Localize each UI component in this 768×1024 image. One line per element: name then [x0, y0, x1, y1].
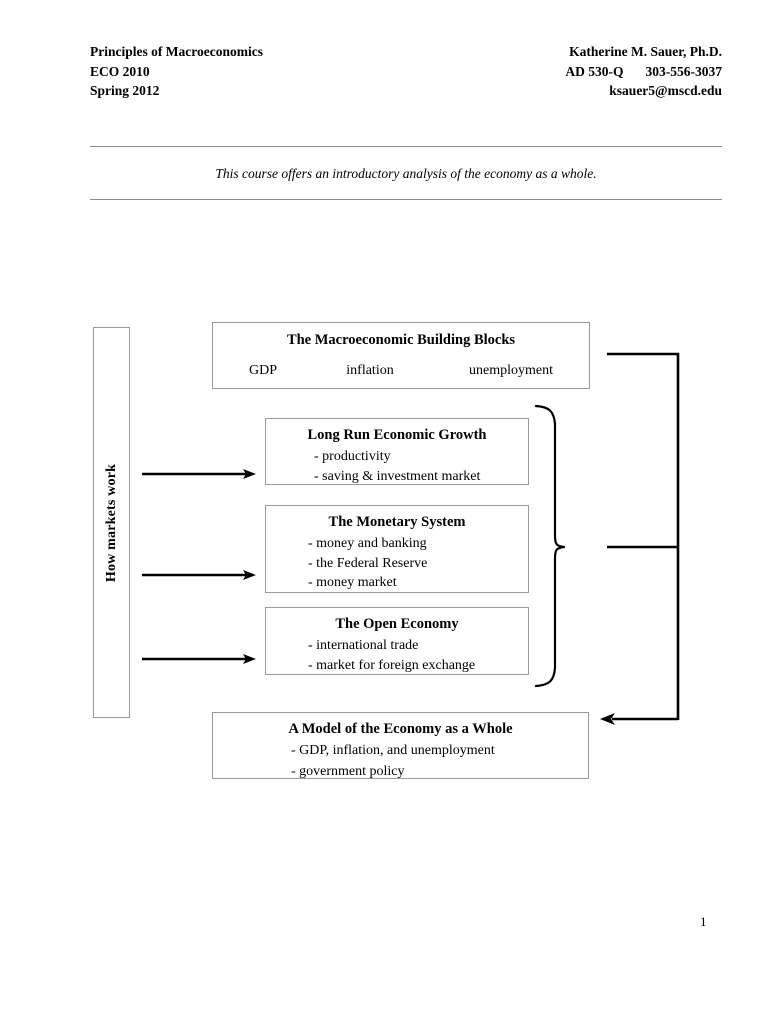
- building-blocks-items: GDP inflation unemployment: [213, 363, 589, 379]
- list-item: - government policy: [291, 764, 405, 779]
- instructor-contact-row: AD 530-Q 303-556-3037: [565, 62, 722, 82]
- list-item: - the Federal Reserve: [308, 555, 428, 571]
- long-run-growth-title: Long Run Economic Growth: [307, 427, 487, 443]
- course-title: Principles of Macroeconomics: [90, 44, 263, 59]
- model-of-economy-box: A Model of the Economy as a Whole - GDP,…: [212, 712, 589, 779]
- horizontal-rule-bottom: [90, 199, 722, 200]
- instructor-phone: 303-556-3037: [645, 63, 723, 79]
- list-item: - money and banking: [308, 536, 427, 551]
- list-item: - market for foreign exchange: [308, 657, 476, 673]
- long-run-growth-box: Long Run Economic Growth - productivity …: [265, 418, 529, 485]
- list-item: - money market: [308, 575, 397, 590]
- open-economy-title: The Open Economy: [335, 616, 459, 632]
- course-term: Spring 2012: [90, 83, 160, 98]
- arrow-head-monetary: [243, 570, 256, 580]
- building-block-item-gdp: GDP: [249, 363, 278, 378]
- arrow-head-open-economy: [243, 654, 256, 664]
- list-item: - international trade: [308, 638, 419, 653]
- instructor-name: Katherine M. Sauer, Ph.D.: [569, 44, 722, 59]
- instructor-office: AD 530-Q: [565, 63, 624, 79]
- long-run-growth-items: - productivity - saving & investment mar…: [266, 447, 528, 486]
- arrow-group-left: [142, 472, 250, 661]
- how-markets-work-label: How markets work: [103, 463, 119, 582]
- building-blocks-title: The Macroeconomic Building Blocks: [286, 332, 516, 348]
- arrow-head-long-run: [243, 469, 256, 479]
- horizontal-rule-top: [90, 146, 722, 147]
- grouping-brace: [534, 404, 566, 688]
- page-number: 1: [700, 914, 707, 929]
- course-number: ECO 2010: [90, 63, 150, 79]
- header-left-block: Principles of Macroeconomics ECO 2010 Sp…: [90, 42, 263, 101]
- list-item: - GDP, inflation, and unemployment: [291, 743, 495, 758]
- how-markets-work-panel: How markets work: [93, 327, 130, 718]
- building-blocks-box: The Macroeconomic Building Blocks GDP in…: [212, 322, 590, 389]
- building-block-item-unemployment: unemployment: [468, 363, 553, 378]
- course-tagline: This course offers an introductory analy…: [215, 166, 597, 181]
- monetary-system-box: The Monetary System - money and banking …: [265, 505, 529, 593]
- open-economy-items: - international trade - market for forei…: [266, 636, 528, 675]
- instructor-email: ksauer5@mscd.edu: [609, 83, 722, 98]
- monetary-system-items: - money and banking - the Federal Reserv…: [266, 534, 528, 593]
- model-of-economy-items: - GDP, inflation, and unemployment - gov…: [213, 740, 588, 782]
- header-right-block: Katherine M. Sauer, Ph.D. AD 530-Q 303-5…: [565, 42, 722, 101]
- building-block-item-inflation: inflation: [346, 363, 394, 378]
- connector-bus: [607, 352, 680, 721]
- list-item: - saving & investment market: [314, 468, 481, 484]
- list-item: - productivity: [314, 449, 391, 464]
- open-economy-box: The Open Economy - international trade -…: [265, 607, 529, 675]
- arrow-head-to-model: [600, 713, 615, 725]
- model-of-economy-title: A Model of the Economy as a Whole: [288, 721, 513, 737]
- arrow-head-group-left: [243, 469, 256, 664]
- monetary-system-title: The Monetary System: [328, 514, 466, 530]
- document-header: Principles of Macroeconomics ECO 2010 Sp…: [90, 42, 722, 101]
